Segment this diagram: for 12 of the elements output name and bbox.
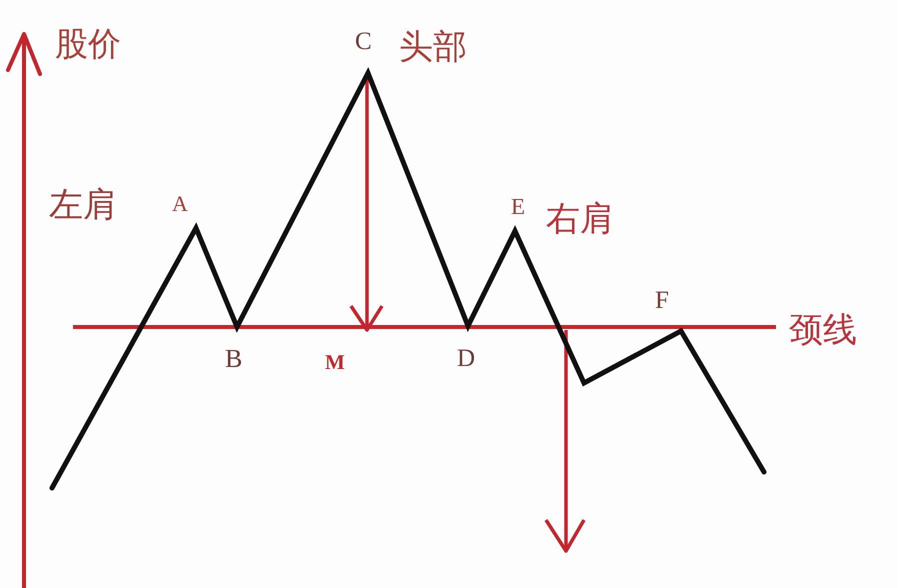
pattern-label: 右肩	[546, 203, 614, 237]
point-label: M	[325, 352, 345, 373]
pattern-label: 左肩	[49, 189, 117, 223]
point-label: E	[511, 195, 526, 218]
pattern-label: 头部	[399, 31, 467, 65]
axis-label: 股价	[55, 29, 121, 62]
point-label: B	[225, 346, 242, 372]
point-label: A	[172, 193, 188, 215]
point-label: D	[457, 346, 476, 371]
point-label: F	[655, 288, 669, 313]
point-label: C	[355, 29, 372, 54]
neckline-label: 颈线	[789, 314, 857, 348]
